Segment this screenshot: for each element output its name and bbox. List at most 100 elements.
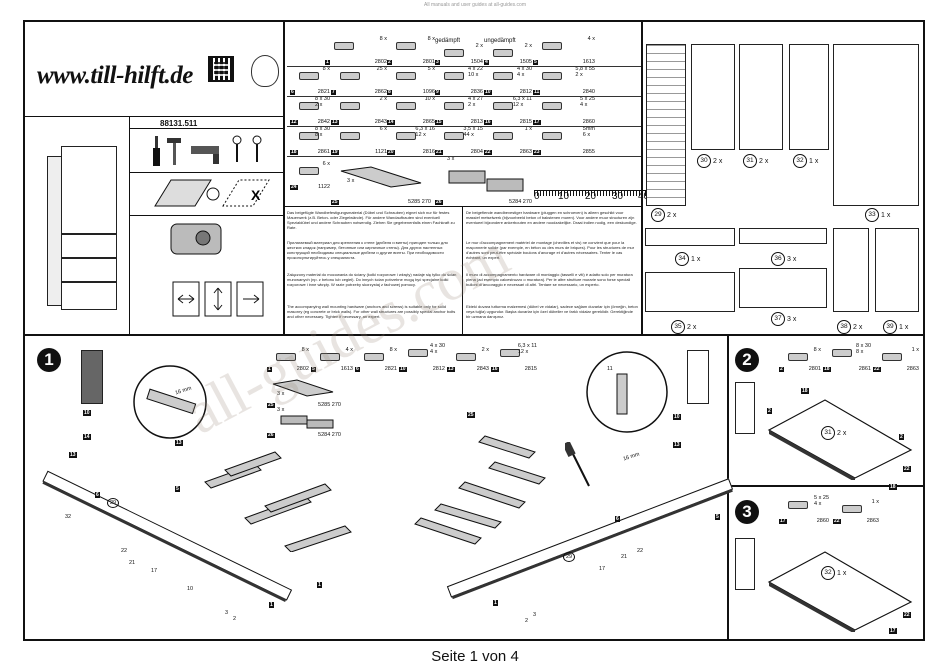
callout: 17 [151,568,158,574]
cabinet-mini-icon [81,350,103,404]
callout: 10 [187,586,194,592]
warning-pl: Załączony materiał do mocowania do ścian… [287,272,457,287]
step-2-badge: 2 [735,348,759,372]
callout: 18 [801,388,809,394]
callout: 5 [715,514,720,520]
panel-33 [833,44,919,206]
divider [129,116,130,334]
warning-it: Il muro di accompagnamento hardware di m… [466,272,633,287]
callout: 22 [121,548,128,554]
ruler-tick: 30 [612,191,624,202]
cabinet-illustration [47,146,121,316]
floor-guidance-illustration: X [151,176,277,212]
tools-icon [153,135,262,166]
warning-nl: De beigefiende wandbevestiger hardware (… [466,210,637,225]
panel-36 [739,228,827,244]
instruction-sheet: www.till-hilft.de 88131.511 X [23,20,925,641]
callout: 1 [269,602,274,608]
smiley-icon [206,187,220,201]
screwdriver-icon [565,442,590,487]
drawer-rails [414,435,546,545]
callout: 3 [533,612,537,618]
callout: 14 [83,434,91,440]
panel-32 [789,44,829,150]
callout: 11 [607,366,613,372]
cabinet-mini-icon [687,350,709,404]
callout: 10 [83,410,91,416]
callout: 1 [317,582,322,588]
divider [25,116,283,117]
divider [25,334,923,336]
callout: 17 [889,628,897,634]
callout: 2 [899,434,904,440]
divider [129,215,283,216]
tools-illustration [151,134,269,170]
shelf-panel-31 [767,399,913,480]
callout: 13 [673,442,681,448]
step-1-badge: 1 [37,348,61,372]
callout: 29 [563,552,576,562]
callout: 10 [673,414,681,420]
panel-30 [691,44,735,150]
top-watermark: All manuals and user guides at all-guide… [424,2,526,8]
callout: 22 [903,612,911,618]
callout: 21 [129,560,136,566]
divider [727,485,923,487]
divider [129,128,283,129]
warning-fr: Le mur d'accompagnement matériel de mont… [466,240,635,260]
callout: 22 [637,548,644,554]
callout: 22 [903,466,911,472]
callout: 2 [767,408,772,414]
warning-tr: Ekteki duvara tutturma malzemesi (dübel … [466,304,638,319]
callout: 18 [889,484,897,490]
divider [462,206,463,334]
drawer-rails [204,451,352,552]
panel-39 [875,228,919,312]
brand-website: www.till-hilft.de [37,62,193,89]
part-3-heading: gedämpft [435,38,461,44]
panel-37 [739,268,827,308]
cabinet-mini-icon [735,382,755,434]
mascot-face-icon [251,55,279,87]
callout: 13 [69,452,77,458]
shelf-panel-32 [767,551,913,632]
cabinet-mini-icon [735,538,755,590]
page-footer: Seite 1 von 4 [431,648,519,665]
measurement-ruler [534,190,654,201]
callout: 2 [233,616,237,622]
warning-de: Das beigefügte Wandbefestigungsmaterial … [287,210,455,230]
article-number: 88131.511 [160,119,198,128]
